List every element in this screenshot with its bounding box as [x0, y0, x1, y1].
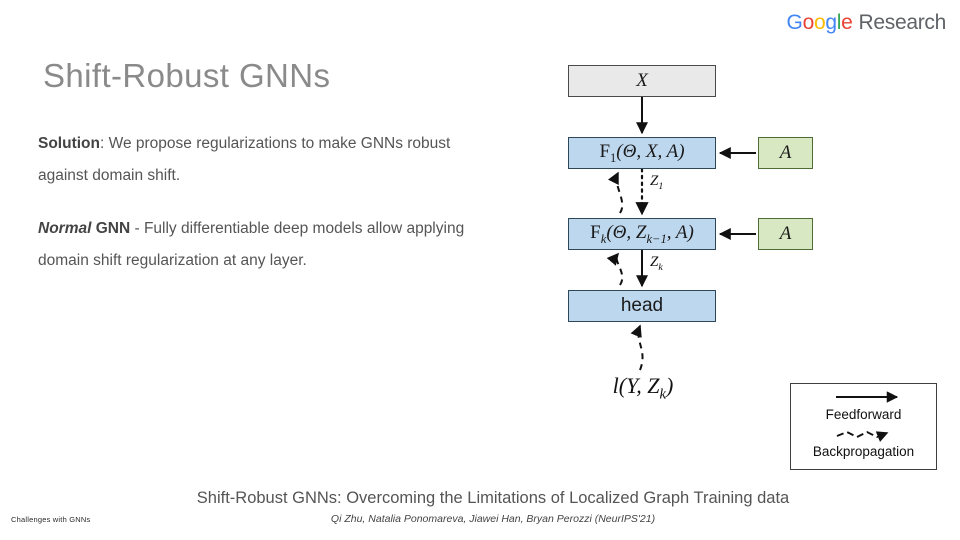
paragraph-solution: Solution: We propose regularizations to …	[38, 128, 493, 192]
diagram-edges	[606, 97, 756, 371]
solution-body-text: : We propose regularizations to make GNN…	[38, 135, 451, 184]
google-research-logo: Google Research	[787, 11, 947, 35]
normal-lead-bold-label: GNN	[95, 220, 131, 237]
logo-letter-e: e	[841, 11, 853, 34]
loss-function-label: l(Y, Zk)	[612, 373, 674, 403]
node-fk-label: Fk(Θ, Zk−1, A)	[590, 221, 694, 246]
node-head-label: head	[620, 295, 664, 316]
edge-backprop-head-to-fk	[606, 252, 624, 286]
normal-body-text: - Fully differentiable deep models allow…	[38, 220, 465, 269]
footer-authors: Qi Zhu, Natalia Ponomareva, Jiawei Han, …	[330, 513, 656, 525]
legend-backpropagation-arrow	[836, 430, 889, 442]
edge-label-z1: Z1	[650, 173, 664, 192]
logo-letter-g1: G	[786, 11, 803, 34]
legend-arrows	[836, 391, 899, 442]
node-x-label: X	[636, 70, 648, 91]
node-a-bottom-label: A	[779, 223, 792, 244]
page-title: Shift-Robust GNNs	[43, 57, 331, 94]
google-wordmark: Google	[787, 11, 853, 35]
legend-feedforward-label: Feedforward	[825, 407, 902, 422]
diagram-legend: Feedforward Backpropagation	[790, 383, 937, 470]
diagram-node-f1: F1(Θ, X, A)	[568, 137, 716, 169]
research-wordmark: Research	[858, 11, 947, 34]
node-f1-label: F1(Θ, X, A)	[599, 140, 685, 165]
logo-letter-o1: o	[802, 11, 815, 34]
gnn-architecture-diagram: X F1(Θ, X, A) Fk(Θ, Zk−1, A) head A A Z1…	[540, 55, 960, 415]
normal-lead-italic-label: Normal	[38, 220, 92, 237]
paragraph-normal-gnn: Normal GNN - Fully differentiable deep m…	[38, 213, 493, 277]
diagram-node-a-bottom: A	[758, 218, 813, 250]
edge-backprop-fk-to-f1	[607, 171, 624, 214]
diagram-node-a-top: A	[758, 137, 813, 169]
edge-label-zk: Zk	[650, 254, 663, 273]
node-a-top-label: A	[779, 142, 792, 163]
diagram-node-x: X	[568, 65, 716, 97]
footer-section-label: Challenges with GNNs	[11, 515, 91, 524]
logo-letter-l: l	[836, 11, 842, 34]
edge-backprop-loss-to-head	[630, 324, 644, 371]
diagram-node-fk: Fk(Θ, Zk−1, A)	[568, 218, 716, 250]
logo-letter-o2: o	[813, 11, 826, 34]
logo-letter-g2: g	[825, 11, 837, 34]
legend-backpropagation-label: Backpropagation	[812, 444, 915, 459]
footer-paper-title: Shift-Robust GNNs: Overcoming the Limita…	[196, 489, 790, 507]
solution-lead-label: Solution	[38, 135, 100, 152]
diagram-node-head: head	[568, 290, 716, 322]
